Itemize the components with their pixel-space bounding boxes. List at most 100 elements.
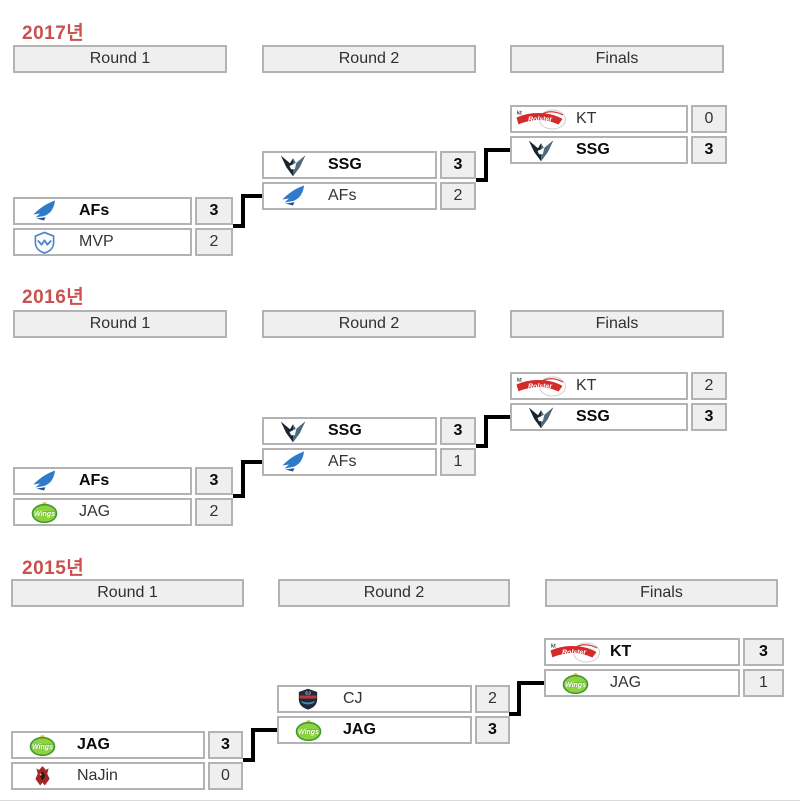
- team-cell: JAG: [277, 716, 472, 744]
- team-row: AFs 1: [262, 448, 476, 476]
- team-cell: SSG: [262, 417, 437, 445]
- bracket-connector: [251, 728, 255, 762]
- jag-greenwings-logo-icon: [13, 734, 71, 756]
- bracket-connector: [484, 148, 488, 182]
- finals-header: Finals: [545, 579, 778, 607]
- team-score: 3: [195, 197, 233, 225]
- finals-match: KT 2 SSG 3: [510, 372, 727, 434]
- bracket-connector: [241, 460, 262, 464]
- team-cell: JAG: [11, 731, 205, 759]
- team-score: 3: [195, 467, 233, 495]
- team-cell: AFs: [13, 467, 192, 495]
- bracket-connector: [241, 460, 245, 498]
- bracket-connector: [476, 178, 488, 182]
- ssg-wing-shield-logo-icon: [512, 405, 570, 429]
- team-name: SSG: [576, 141, 610, 158]
- team-score: 3: [208, 731, 243, 759]
- bracket-connector: [484, 415, 510, 419]
- kt-rolster-logo-icon: [512, 108, 570, 130]
- team-name: JAG: [77, 736, 110, 753]
- cj-entus-logo-icon: [279, 688, 337, 710]
- round2-header: Round 2: [278, 579, 510, 607]
- round1-header: Round 1: [13, 310, 227, 338]
- team-cell: AFs: [13, 197, 192, 225]
- bracket-2015: 2015년 Round 1 Round 2 Finals KT 3 JAG 1: [0, 551, 800, 804]
- team-cell: AFs: [262, 448, 437, 476]
- team-cell: SSG: [262, 151, 437, 179]
- bracket-connector: [484, 148, 510, 152]
- najin-emfire-logo-icon: [13, 766, 71, 787]
- team-name: JAG: [79, 503, 111, 520]
- team-cell: KT: [510, 105, 688, 133]
- team-name: AFs: [328, 187, 357, 204]
- bracket-connector: [517, 681, 544, 685]
- round2-match: CJ 2 JAG 3: [277, 685, 510, 747]
- team-name: AFs: [79, 202, 110, 219]
- team-row: KT 3: [544, 638, 784, 666]
- finals-match: KT 0 SSG 3: [510, 105, 727, 167]
- team-row: SSG 3: [510, 403, 727, 431]
- team-score: 3: [440, 417, 476, 445]
- team-name: AFs: [328, 453, 357, 470]
- bracket-2016: 2016년 Round 1 Round 2 Finals KT 2 SSG 3: [0, 265, 800, 551]
- mvp-shield-logo-icon: [15, 231, 73, 254]
- year-label: 2016년: [22, 287, 85, 308]
- round1-header: Round 1: [13, 45, 227, 73]
- ssg-wing-shield-logo-icon: [512, 138, 570, 162]
- team-cell: AFs: [262, 182, 437, 210]
- team-score: 3: [440, 151, 476, 179]
- team-row: MVP 2: [13, 228, 233, 256]
- team-score: 3: [691, 136, 727, 164]
- team-name: KT: [610, 643, 632, 660]
- team-score: 3: [691, 403, 727, 431]
- team-score: 1: [743, 669, 784, 697]
- afs-wing-logo-icon: [15, 469, 73, 493]
- team-row: JAG 3: [277, 716, 510, 744]
- team-row: KT 2: [510, 372, 727, 400]
- page-bottom-divider: [0, 800, 800, 801]
- team-cell: KT: [510, 372, 688, 400]
- team-score: 2: [475, 685, 510, 713]
- bracket-connector: [484, 415, 488, 448]
- round1-match: JAG 3 NaJin 0: [11, 731, 243, 793]
- round2-match: SSG 3 AFs 2: [262, 151, 476, 213]
- year-label: 2015년: [22, 558, 85, 579]
- team-name: JAG: [610, 674, 642, 691]
- bracket-connector: [509, 712, 521, 716]
- team-cell: KT: [544, 638, 740, 666]
- year-label: 2017년: [22, 23, 85, 44]
- team-name: CJ: [343, 690, 363, 707]
- team-row: AFs 3: [13, 197, 233, 225]
- team-name: AFs: [79, 472, 110, 489]
- team-name: JAG: [343, 721, 376, 738]
- team-row: SSG 3: [262, 417, 476, 445]
- team-row: AFs 2: [262, 182, 476, 210]
- team-score: 2: [195, 228, 233, 256]
- team-cell: SSG: [510, 403, 688, 431]
- team-cell: CJ: [277, 685, 472, 713]
- round2-header: Round 2: [262, 45, 476, 73]
- team-row: NaJin 0: [11, 762, 243, 790]
- bracket-connector: [251, 728, 277, 732]
- team-row: SSG 3: [262, 151, 476, 179]
- round1-match: AFs 3 MVP 2: [13, 197, 233, 259]
- team-score: 0: [691, 105, 727, 133]
- team-name: KT: [576, 110, 597, 127]
- team-name: SSG: [328, 422, 362, 439]
- jag-greenwings-logo-icon: [279, 719, 337, 741]
- jag-greenwings-logo-icon: [546, 672, 604, 694]
- bracket-connector: [243, 758, 255, 762]
- kt-rolster-logo-icon: [512, 375, 570, 397]
- team-score: 3: [743, 638, 784, 666]
- bracket-2017: 2017년 Round 1 Round 2 Finals KT 0 SSG 3: [0, 0, 800, 265]
- bracket-connector: [233, 494, 245, 498]
- team-row: CJ 2: [277, 685, 510, 713]
- ssg-wing-shield-logo-icon: [264, 153, 322, 177]
- team-score: 2: [691, 372, 727, 400]
- team-row: KT 0: [510, 105, 727, 133]
- round1-match: AFs 3 JAG 2: [13, 467, 233, 529]
- team-score: 2: [195, 498, 233, 526]
- team-score: 3: [475, 716, 510, 744]
- team-cell: MVP: [13, 228, 192, 256]
